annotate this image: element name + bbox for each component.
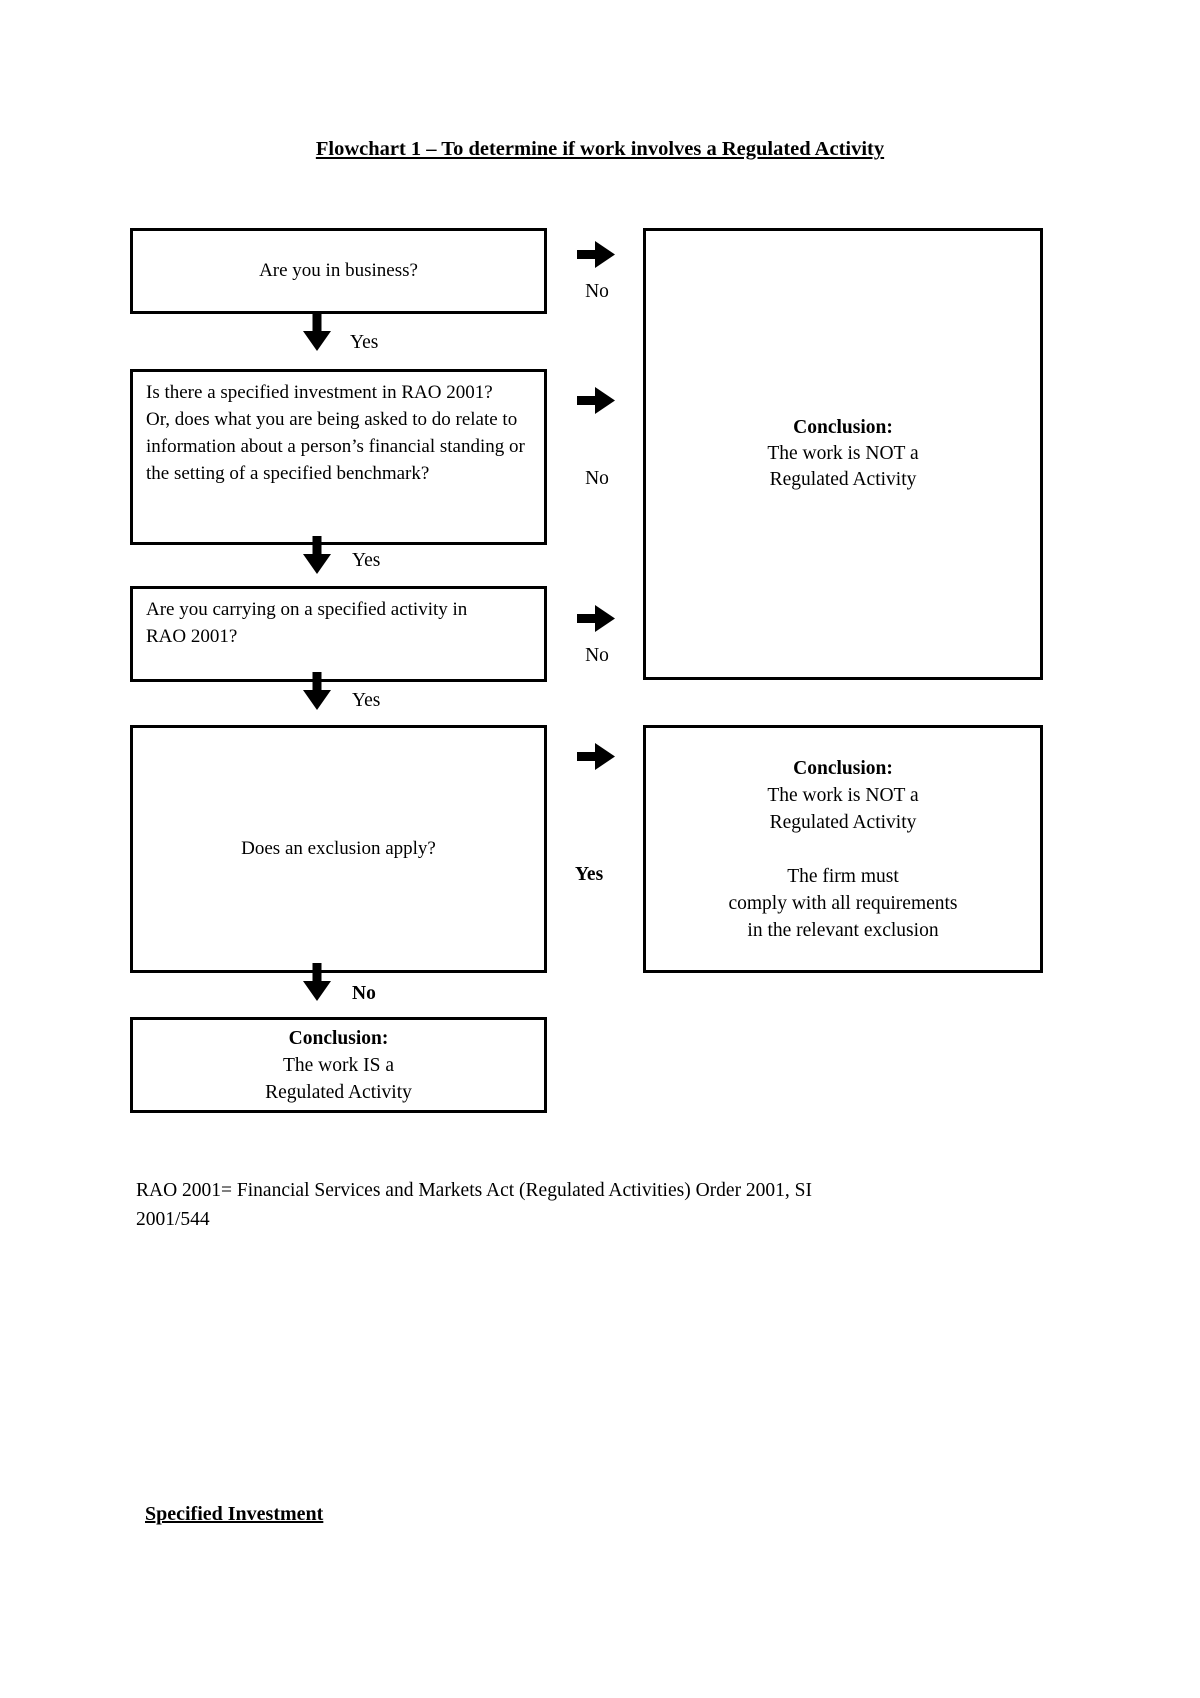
conclusion-heading: Conclusion:: [793, 417, 893, 438]
branch-label-yes-1: Yes: [350, 332, 379, 353]
conclusion-line: The firm must: [787, 865, 899, 887]
conclusion-line: The work is NOT a: [767, 784, 919, 806]
conclusion-heading: Conclusion:: [288, 1027, 389, 1049]
footnote-line: 2001/544: [136, 1209, 210, 1230]
right-arrow-icon: [577, 602, 617, 635]
down-arrow-icon: [300, 672, 334, 713]
footnote-line: RAO 2001= Financial Services and Markets…: [136, 1180, 813, 1201]
right-arrow-icon: [577, 384, 617, 417]
branch-label-yes-exclusion: Yes: [575, 864, 604, 885]
right-arrow-icon: [577, 740, 617, 773]
question-text: Are you carrying on a specified activity…: [146, 599, 468, 647]
conclusion-line: The work is NOT a: [767, 443, 919, 464]
conclusion-line: Regulated Activity: [769, 469, 917, 490]
question-text: Is there a specified investment in RAO 2…: [146, 382, 493, 403]
conclusion-box-not-regulated: Conclusion: The work is NOT a Regulated …: [643, 228, 1043, 680]
flow-box-specified-investment: Is there a specified investment in RAO 2…: [130, 369, 547, 545]
down-arrow-icon: [300, 536, 334, 577]
flow-box-are-you-in-business: Are you in business?: [130, 228, 547, 314]
question-text: Or, does what you are being asked to do …: [146, 409, 525, 484]
flow-box-exclusion-apply: Does an exclusion apply?: [130, 725, 547, 973]
conclusion-line: comply with all requirements: [728, 892, 958, 914]
conclusion-line: in the relevant exclusion: [747, 919, 939, 941]
conclusion-line: Regulated Activity: [265, 1081, 412, 1103]
branch-label-no-exclusion: No: [352, 983, 376, 1004]
branch-label-yes-2: Yes: [352, 550, 381, 571]
branch-label-no-2: No: [585, 468, 609, 489]
down-arrow-icon: [300, 313, 334, 354]
conclusion-line: Regulated Activity: [769, 811, 917, 833]
conclusion-heading: Conclusion:: [793, 757, 893, 779]
right-arrow-icon: [577, 238, 617, 271]
flow-box-specified-activity: Are you carrying on a specified activity…: [130, 586, 547, 682]
branch-label-no-1: No: [585, 281, 609, 302]
footnote: RAO 2001= Financial Services and Markets…: [136, 1176, 1086, 1234]
branch-label-no-3: No: [585, 645, 609, 666]
conclusion-box-regulated: Conclusion: The work IS a Regulated Acti…: [130, 1017, 547, 1113]
conclusion-box-exclusion: Conclusion: The work is NOT a Regulated …: [643, 725, 1043, 973]
conclusion-line: The work IS a: [282, 1054, 394, 1076]
section-heading-specified-investment: Specified Investment: [145, 1503, 324, 1525]
question-text: Does an exclusion apply?: [241, 838, 436, 859]
page-title: Flowchart 1 – To determine if work invol…: [315, 138, 885, 160]
branch-label-yes-3: Yes: [352, 690, 381, 711]
down-arrow-icon: [300, 963, 334, 1004]
question-text: Are you in business?: [259, 260, 418, 281]
